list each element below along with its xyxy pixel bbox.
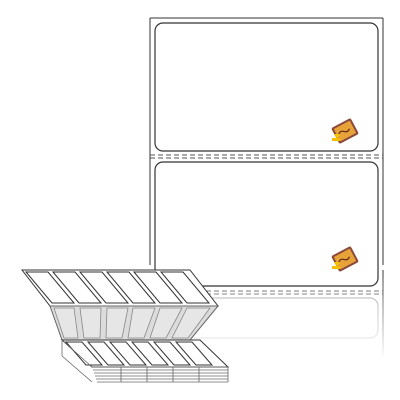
fanfold-top-cards: [24, 271, 211, 304]
label-2: [154, 161, 379, 287]
fanfold-stack: [20, 269, 230, 383]
roll-label-badge-icon: [331, 118, 359, 144]
label-1: [154, 22, 379, 152]
roll-label-badge-icon: [331, 246, 359, 272]
fanfold-stack-edges: [61, 339, 229, 383]
